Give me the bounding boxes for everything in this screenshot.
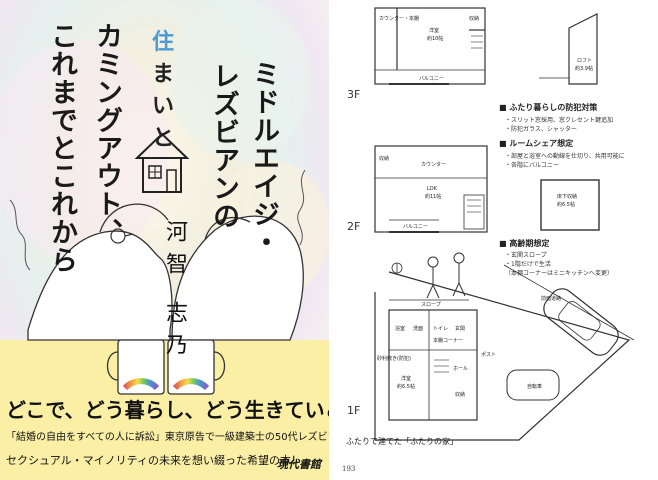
note-roomshare-item: ・各階にバルコニー — [505, 162, 559, 169]
book-title-line-3: カミングアウト、 — [91, 22, 122, 246]
plan-label: カウンター — [421, 161, 446, 168]
plan-label: 洗面 — [413, 325, 423, 332]
note-security-item: ・スリット窓採用、窓クレセント鍵追加 — [505, 117, 614, 124]
plan-label: 収納 — [455, 391, 465, 398]
tagline: どこで、どう暮らし、どう生きていこう？ — [6, 398, 329, 422]
plan-label: 床下収納 — [557, 193, 577, 200]
note-elderly-title: ■ 高齢期想定 — [499, 239, 550, 248]
floor-label-3f: 3F — [347, 88, 361, 101]
book-title-line-4: これまでとこれから — [46, 22, 77, 274]
plan-label: バルコニー — [403, 224, 428, 230]
plan-label: 約6.5帖 — [557, 201, 575, 208]
plan-label: 約10帖 — [427, 35, 443, 42]
floor-label-2f: 2F — [347, 220, 361, 233]
note-roomshare-item: ・部屋と浴室への動線を仕切り、共用可能に — [505, 153, 625, 160]
plan-label: 前面道路 — [541, 295, 561, 302]
plan-label: 本棚コーナー — [433, 337, 463, 344]
plan-label: 砂利敷き(防犯) — [377, 355, 411, 362]
publisher-logo: 現代書館 — [277, 458, 321, 471]
blurb-line-1: 「結婚の自由をすべての人に訴訟」東京原告で一級建築士の50代レズビアンが — [6, 432, 329, 443]
plan-label: トイレ — [433, 326, 448, 332]
plan-label: 浴室 — [395, 325, 405, 332]
page-number: 193 — [342, 465, 356, 473]
floor-plan-page: カウンター・本棚 洋室 約10帖 収納 バルコニー ロフト 約3.9帖 収納 カ… — [329, 0, 658, 480]
note-security-item: ・防犯ガラス、シャッター — [505, 126, 577, 133]
plan-label: 洋室 — [429, 27, 439, 34]
floor-plan-drawings: カウンター・本棚 洋室 約10帖 収納 バルコニー ロフト 約3.9帖 収納 カ… — [374, 7, 635, 441]
plan-2f-underfloor — [540, 179, 600, 231]
plan-label: 収納 — [379, 155, 389, 162]
plan-label: スロープ — [421, 302, 441, 308]
plan-1f-site — [374, 271, 631, 441]
author-name: 河智 志乃 — [162, 220, 187, 365]
plan-label: 約3.9帖 — [575, 65, 593, 72]
plan-label: カウンター・本棚 — [379, 15, 419, 22]
cover-illustration — [0, 0, 329, 480]
plan-label: 自転車 — [527, 383, 542, 390]
plan-3f-loft — [568, 13, 598, 85]
note-security-title: ■ ふたり暮らしの防犯対策 — [499, 103, 598, 112]
blurb-line-2: セクシュアル・マイノリティの未来を想い綴った希望の本！ — [6, 454, 303, 467]
note-elderly-item: ・1階だけで生活 — [505, 261, 551, 268]
figure-caption: ふたりで建てた「ふたりの家」 — [346, 437, 458, 446]
subtitle-char: い — [152, 94, 175, 119]
note-elderly-item: ・玄関スロープ — [505, 252, 547, 259]
plan-label: ポスト — [481, 351, 496, 358]
subtitle-char: 住 — [152, 30, 175, 55]
book-title-line-2: レズビアンの — [208, 62, 239, 230]
plan-label: ロフト — [577, 58, 592, 64]
plan-label: 約11帖 — [425, 193, 441, 200]
book-cover: ミドルエイジ・ レズビアンの カミングアウト、 これまでとこれから 住 ま い … — [0, 0, 329, 480]
subtitle-char: と — [152, 126, 175, 151]
note-roomshare-title: ■ ルームシェア想定 — [499, 139, 574, 148]
plan-label: 洋室 — [401, 375, 411, 382]
book-title-line-1: ミドルエイジ・ — [248, 60, 279, 256]
book-subtitle: 住 ま い と — [152, 24, 178, 152]
note-elderly-item: （本棚コーナーはミニキッチンへ変更） — [505, 270, 614, 277]
subtitle-char: ま — [152, 62, 175, 87]
plan-label: バルコニー — [419, 76, 444, 82]
floor-label-1f: 1F — [347, 404, 361, 417]
plan-label: ホール — [453, 366, 468, 372]
plan-label: 約6.5帖 — [397, 383, 415, 390]
plan-label: 収納 — [469, 15, 479, 22]
plan-label: 玄関 — [455, 325, 465, 332]
plan-label: LDK — [427, 186, 438, 192]
